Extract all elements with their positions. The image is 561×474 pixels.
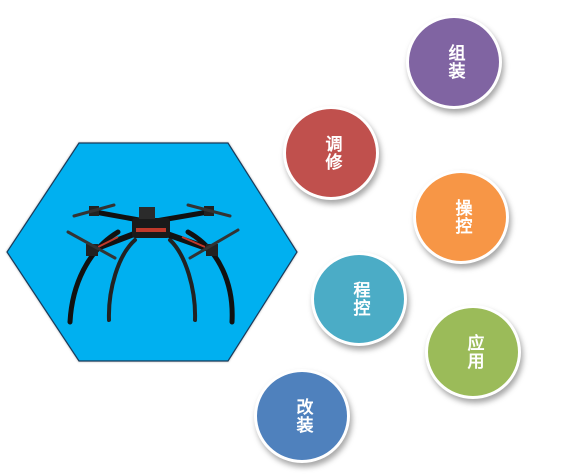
bubble-tiaoxiu: 调修 (283, 106, 379, 200)
landing-gear-right (185, 229, 235, 325)
bubble-gaizhuang: 改装 (254, 369, 350, 463)
propeller-front-right (186, 203, 232, 218)
landing-gear-inner-left (106, 238, 137, 322)
drone-image (66, 203, 240, 325)
bubble-caokong: 操控 (413, 170, 509, 264)
bubble-label-chengkong: 程控 (349, 281, 370, 317)
bubble-label-zuzhuang: 组装 (444, 44, 465, 80)
hexagon-shape (6, 142, 298, 362)
drone-top-module (139, 207, 155, 219)
propeller-front-left (72, 203, 116, 218)
arm-accent-right (181, 236, 206, 248)
propeller-back-left (66, 230, 117, 260)
bubble-chengkong: 程控 (311, 252, 407, 346)
bubble-label-caokong: 操控 (451, 199, 472, 235)
landing-gear-inner-right (168, 238, 198, 322)
landing-gear-left (67, 229, 121, 325)
bubble-label-yingyong: 应用 (463, 334, 484, 370)
bubble-label-gaizhuang: 改装 (292, 398, 313, 434)
bubble-zuzhuang: 组装 (406, 15, 502, 109)
drone-body-accent (136, 228, 166, 232)
bubble-yingyong: 应用 (425, 305, 521, 399)
bubble-label-tiaoxiu: 调修 (321, 135, 342, 171)
arm-accent-left (97, 236, 119, 248)
propeller-back-right (188, 228, 240, 260)
